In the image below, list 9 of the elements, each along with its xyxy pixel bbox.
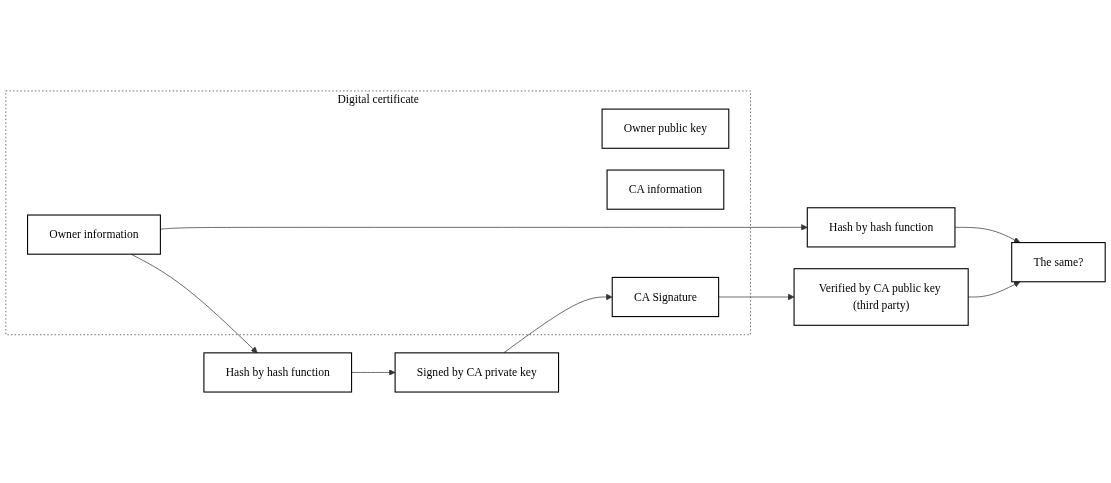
node-box: Owner information	[27, 214, 161, 255]
node-box: Verified by CA public key (third party)	[793, 268, 969, 326]
node-box: Owner public key	[601, 108, 730, 149]
node-box: Signed by CA private key	[394, 352, 560, 393]
node-box: CA information	[606, 169, 725, 210]
node-box: Hash by hash function	[806, 207, 956, 248]
node-box: CA Signature	[611, 276, 720, 318]
node-box: The same?	[1011, 242, 1106, 283]
node-box: Hash by hash function	[203, 352, 353, 393]
